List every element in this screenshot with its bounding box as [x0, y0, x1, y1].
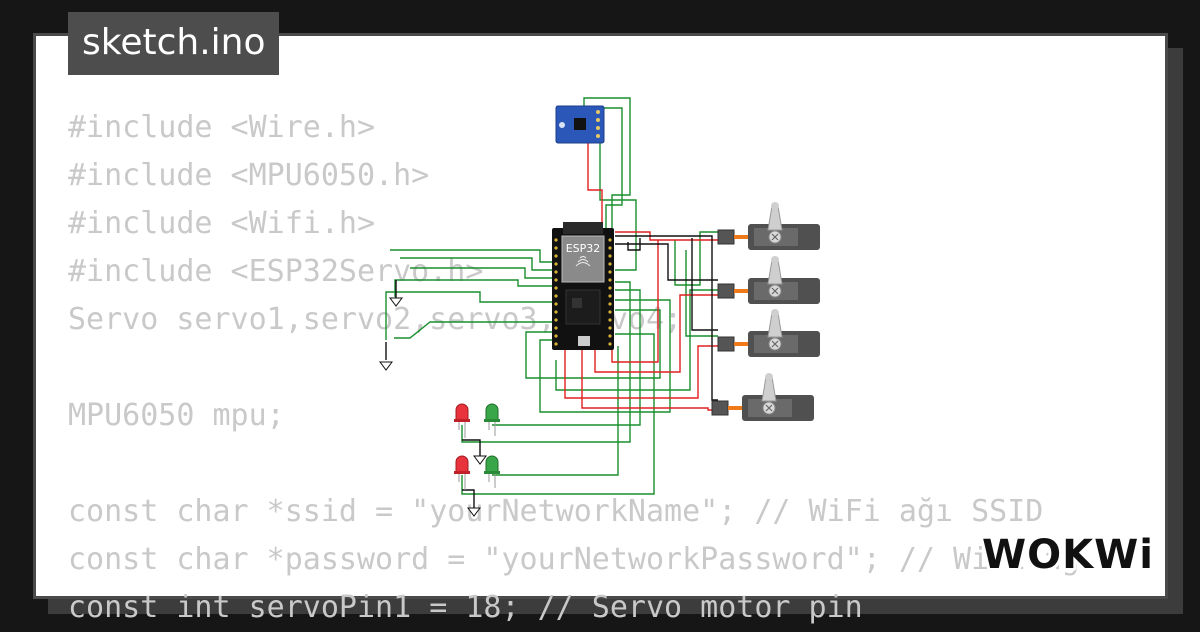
code-line: #include <ESP32Servo.h> — [68, 254, 484, 289]
green-led — [484, 403, 500, 436]
wokwi-logo: WOKWi WOKWi — [979, 529, 1156, 581]
code-line: #include <Wifi.h> — [68, 206, 376, 241]
red-led — [454, 403, 470, 438]
esp32-label: ESP32 — [566, 242, 601, 255]
code-line: MPU6050 mpu; — [68, 398, 285, 433]
wokwi-logo-text: WOKWi — [982, 532, 1154, 578]
mpu6050-sensor — [555, 105, 605, 144]
red-led — [454, 455, 470, 490]
code-line: #include <Wire.h> — [68, 110, 376, 145]
green-wires — [385, 97, 718, 495]
servo-motor — [711, 373, 814, 421]
ground-symbols — [379, 297, 487, 517]
servo-motor — [717, 202, 820, 250]
file-tab[interactable]: sketch.ino — [68, 12, 280, 75]
code-line: const char *ssid = "yourNetworkName"; //… — [68, 494, 1044, 529]
wokwi-logo-outline: WOKWi — [982, 532, 1154, 578]
esp32-board: ESP32 — [552, 222, 614, 350]
code-preview: #include <Wire.h> #include <MPU6050.h> #in… — [68, 104, 1079, 632]
code-line: const char *password = "yourNetworkPassw… — [68, 542, 1080, 577]
black-wires — [385, 235, 718, 508]
code-line: const int servoPin1 = 18; // Servo motor… — [68, 590, 863, 625]
code-line: #include <MPU6050.h> — [68, 158, 430, 193]
green-led — [484, 455, 500, 488]
servo-motor — [717, 256, 820, 304]
servo-motor — [717, 309, 820, 357]
